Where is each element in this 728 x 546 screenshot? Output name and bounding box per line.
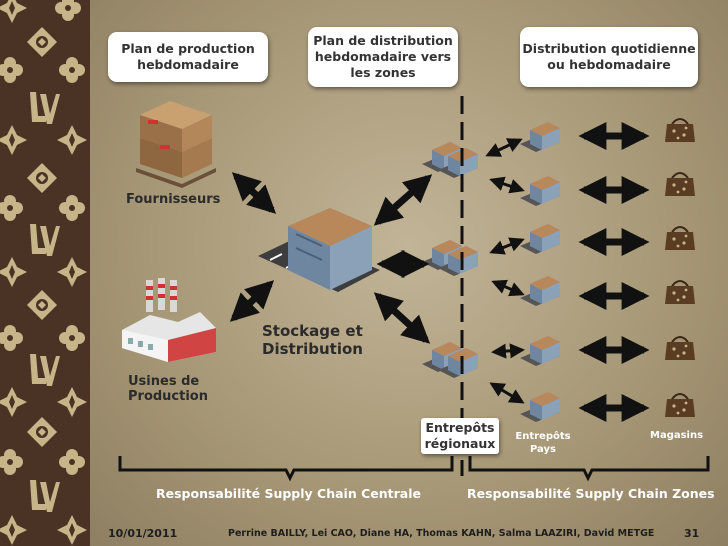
monogram-sidebar <box>0 0 90 546</box>
distribution-plan-box: Plan de distribution hebdomadaire vers l… <box>308 27 458 87</box>
central-warehouse-icon <box>258 208 380 292</box>
suppliers-icon <box>136 101 216 188</box>
regional-warehouses-box: Entrepôts régionaux <box>421 418 499 454</box>
production-plan-text: Plan de production hebdomadaire <box>121 41 255 72</box>
zones-brace <box>468 456 710 482</box>
stores-label: Magasins <box>650 430 704 441</box>
distribution-plan-text: Plan de distribution hebdomadaire vers l… <box>313 33 453 80</box>
factories-label: Usines de Production <box>128 374 208 404</box>
store-bags <box>664 118 696 418</box>
zones-responsibility-label: Responsabilité Supply Chain Zones <box>467 486 715 501</box>
daily-distribution-text: Distribution quotidienne ou hebdomadaire <box>522 41 696 72</box>
footer-authors: Perrine BAILLY, Lei CAO, Diane HA, Thoma… <box>228 528 655 539</box>
storage-label: Stockage et Distribution <box>262 322 363 358</box>
production-plan-box: Plan de production hebdomadaire <box>108 32 268 82</box>
daily-distribution-box: Distribution quotidienne ou hebdomadaire <box>520 27 698 87</box>
regional-warehouse-1 <box>422 142 478 178</box>
country-warehouses <box>520 122 560 422</box>
flow-arrows <box>229 122 650 422</box>
factory-icon <box>122 278 216 362</box>
regional-warehouse-3 <box>422 342 478 378</box>
suppliers-label: Fournisseurs <box>126 192 221 207</box>
country-warehouses-label: Entrepôts Pays <box>515 431 571 455</box>
footer-page-number: 31 <box>684 527 700 540</box>
central-responsibility-label: Responsabilité Supply Chain Centrale <box>156 486 421 501</box>
regional-warehouses-label: Entrepôts régionaux <box>424 420 496 451</box>
footer-date: 10/01/2011 <box>108 527 178 540</box>
central-brace <box>118 456 454 482</box>
regional-warehouse-2 <box>422 240 478 276</box>
